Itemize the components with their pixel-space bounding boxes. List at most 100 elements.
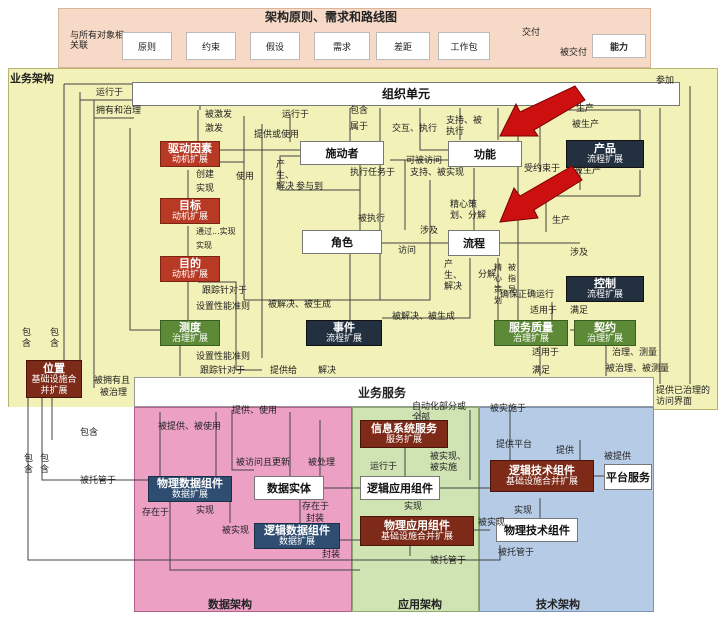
relation-label: 实现 xyxy=(196,241,212,250)
goal-box[interactable]: 目标动机扩展 xyxy=(160,198,220,224)
logical-technology-component-box[interactable]: 逻辑技术组件基础设施合并扩展 xyxy=(490,460,594,492)
role-box[interactable]: 角色 xyxy=(302,230,382,254)
relation-label: 参加 xyxy=(656,76,675,86)
business-architecture-label: 业务架构 xyxy=(10,72,54,85)
relation-label: 解决 xyxy=(318,366,337,376)
physical-technology-component-box[interactable]: 物理技术组件 xyxy=(496,518,578,542)
relation-label: 涉及 xyxy=(570,248,589,258)
relation-label: 属于 xyxy=(350,122,369,132)
relation-label: 跟踪针对于 xyxy=(202,286,248,296)
data-architecture-label: 数据架构 xyxy=(208,598,252,611)
logical-application-component-box[interactable]: 逻辑应用组件 xyxy=(360,476,440,500)
relation-label: 设置性能准则 xyxy=(196,302,251,312)
service-quality-box[interactable]: 服务质量治理扩展 xyxy=(494,320,568,346)
red-arrow-icon xyxy=(499,85,586,137)
relation-label: 可被访问 xyxy=(406,156,443,166)
relation-label: 设置性能准则 xyxy=(196,352,251,362)
assoc-label: 与所有对象相关联 xyxy=(70,31,125,51)
control-box[interactable]: 控制流程扩展 xyxy=(566,276,644,302)
relation-label: 包含 xyxy=(50,328,60,349)
delivered-by-label: 被交付 xyxy=(560,48,588,58)
physical-data-component-box[interactable]: 物理数据组件数据扩展 xyxy=(148,476,232,502)
location-box[interactable]: 位置基础设施合并扩展 xyxy=(26,360,82,398)
relation-label: 涉及 xyxy=(420,226,439,236)
relation-label: 支持、被实现 xyxy=(410,168,465,178)
data-entity-box[interactable]: 数据实体 xyxy=(254,476,324,500)
relation-label: 存在于 xyxy=(142,508,170,518)
relation-label: 满足 xyxy=(570,306,589,316)
relation-label: 提供平台 xyxy=(496,440,533,450)
relation-label: 受约束于 xyxy=(524,164,561,174)
relation-label: 跟踪针对于 xyxy=(200,366,246,376)
relation-label: 治理、测量 xyxy=(612,348,658,358)
relation-label: 被实现 xyxy=(478,518,506,528)
driver-box[interactable]: 驱动因素动机扩展 xyxy=(160,141,220,167)
relation-label: 实现 xyxy=(196,506,215,516)
relation-label: 被提供 xyxy=(604,452,632,462)
relation-label: 被治理 xyxy=(100,388,128,398)
relation-label: 精心策划 xyxy=(494,263,502,305)
relation-label: 确保正确运行 xyxy=(500,290,555,300)
relation-label: 被访问且更新 xyxy=(236,458,291,468)
relation-label: 执行任务于 xyxy=(350,168,396,178)
relation-label: 被处理 xyxy=(308,458,336,468)
relation-label: 参与到 xyxy=(296,182,324,192)
relation-label: 被提供、被使用 xyxy=(158,422,222,432)
relation-label: 提供或使用 xyxy=(254,130,300,140)
relation-label: 实现 xyxy=(196,184,215,194)
relation-label: 拥有和治理 xyxy=(96,106,142,116)
org-unit-box[interactable]: 组织单元 xyxy=(132,82,680,106)
relation-label: 实现 xyxy=(514,506,533,516)
logical-data-component-box[interactable]: 逻辑数据组件数据扩展 xyxy=(254,523,340,549)
relation-label: 运行于 xyxy=(96,88,124,98)
relation-label: 提供、使用 xyxy=(232,406,278,416)
actor-box[interactable]: 施动者 xyxy=(300,141,384,165)
relation-label: 生产 xyxy=(552,216,571,226)
constraint-cell: 约束 xyxy=(186,32,236,60)
application-architecture-label: 应用架构 xyxy=(398,598,442,611)
relation-label: 被执行 xyxy=(358,214,386,224)
event-box[interactable]: 事件流程扩展 xyxy=(306,320,382,346)
relation-label: 提供已治理的访问界面 xyxy=(656,386,711,407)
gap-cell: 差距 xyxy=(376,32,430,60)
relation-label: 被实现 xyxy=(222,526,250,536)
relation-label: 支持、被执行 xyxy=(446,116,483,137)
red-arrow-icon xyxy=(499,165,583,223)
relation-label: 包含 xyxy=(40,454,50,475)
process-box[interactable]: 流程 xyxy=(448,230,500,256)
assumption-cell: 假设 xyxy=(250,32,300,60)
relation-label: 包含 xyxy=(24,454,34,475)
right-white-panel xyxy=(654,410,718,612)
platform-service-box[interactable]: 平台服务 xyxy=(604,464,652,490)
measure-box[interactable]: 测度治理扩展 xyxy=(160,320,220,346)
relation-label: 被托管于 xyxy=(498,548,535,558)
information-system-service-box[interactable]: 信息系统服务服务扩展 xyxy=(360,420,448,448)
relation-label: 被治理、被测量 xyxy=(606,364,670,374)
relation-label: 包含 xyxy=(80,428,99,438)
relation-label: 产生、解决 xyxy=(444,260,463,292)
relation-label: 存在于 xyxy=(302,502,330,512)
relation-label: 包含 xyxy=(22,328,32,349)
physical-application-component-box[interactable]: 物理应用组件基础设施合并扩展 xyxy=(360,516,474,546)
relation-label: 被生产 xyxy=(574,166,602,176)
relation-label: 精心策划、分解 xyxy=(450,200,487,221)
contract-box[interactable]: 契约治理扩展 xyxy=(574,320,636,346)
objective-box[interactable]: 目的动机扩展 xyxy=(160,256,220,282)
product-box[interactable]: 产品流程扩展 xyxy=(566,140,644,168)
principle-cell: 原则 xyxy=(122,32,172,60)
relation-label: 被实施于 xyxy=(490,404,527,414)
relation-label: 激发 xyxy=(205,124,224,134)
services-zone xyxy=(134,377,654,407)
relation-label: 适用于 xyxy=(532,348,560,358)
function-box[interactable]: 功能 xyxy=(448,141,522,167)
relation-label: 生产 xyxy=(576,104,595,114)
relation-label: 提供 xyxy=(556,446,575,456)
relation-label: 被解决、被生成 xyxy=(268,300,332,310)
capability-cell: 能力 xyxy=(592,34,646,58)
relation-label: 被实现、被实施 xyxy=(430,452,467,473)
relation-label: 被拥有且 xyxy=(94,376,131,386)
relation-label: 包含 xyxy=(350,106,369,116)
technology-architecture-label: 技术架构 xyxy=(536,598,580,611)
relation-label: 交互、执行 xyxy=(392,124,438,134)
